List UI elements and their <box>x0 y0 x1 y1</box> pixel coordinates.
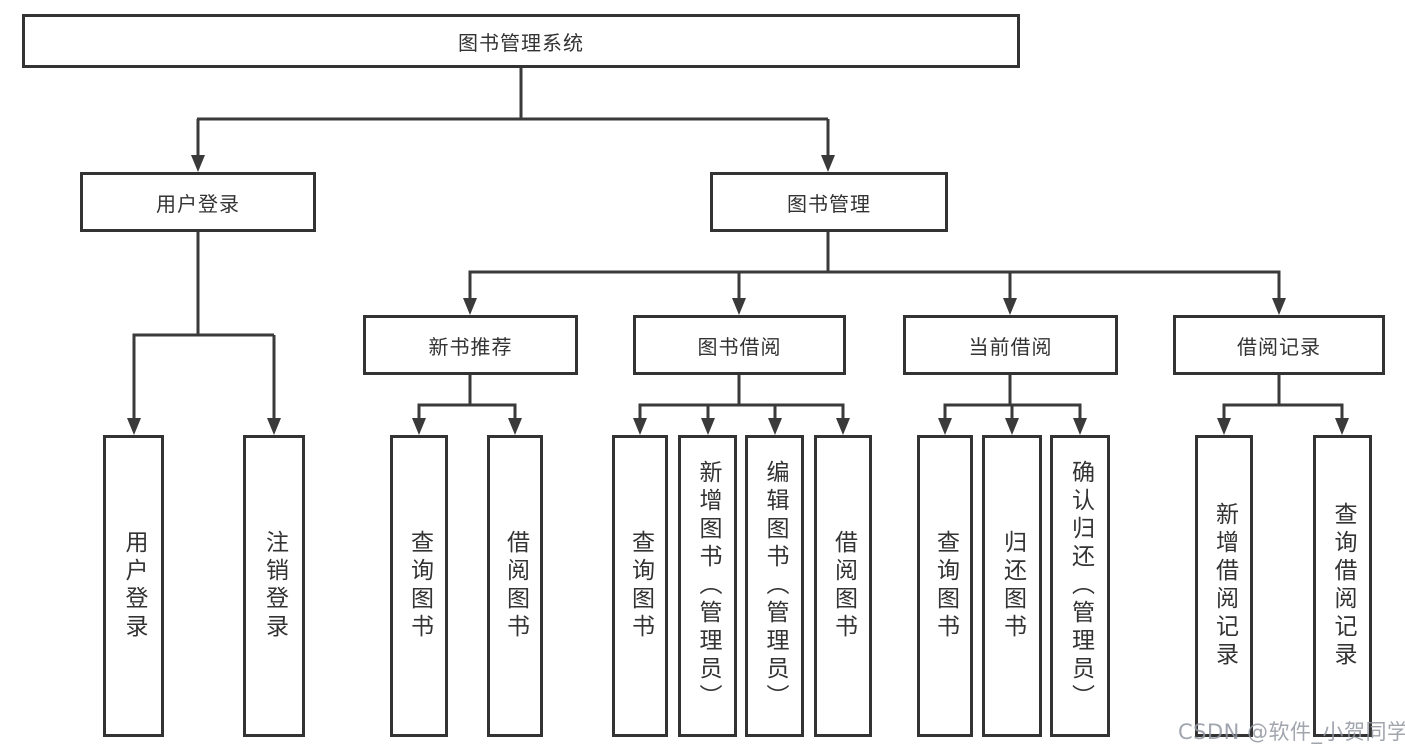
node-user-login-leaf: 用户登录 <box>103 435 164 737</box>
node-label: 查询图书 <box>627 530 654 642</box>
node-return-books: 归还图书 <box>982 435 1042 737</box>
node-edit-book-admin: 编辑图书（管理员） <box>745 435 804 737</box>
node-confirm-return-admin: 确认归还（管理员） <box>1050 435 1110 737</box>
node-label: 当前借阅 <box>968 334 1053 359</box>
node-label: 借阅记录 <box>1237 334 1321 359</box>
node-logout: 注销登录 <box>243 435 305 737</box>
connector-userlogin-to-leaves <box>132 232 276 421</box>
node-label: 用户登录 <box>121 530 147 642</box>
connector-newbook-to-leaves <box>417 375 517 421</box>
node-label: 新书推荐 <box>428 334 513 359</box>
connector-root-to-level2 <box>196 68 830 158</box>
connector-borrowrecords-to-leaves <box>1222 375 1344 421</box>
node-label: 新增图书（管理员） <box>695 460 721 712</box>
node-label: 查询图书 <box>932 530 959 642</box>
connector-bookborrow-to-leaves <box>638 375 845 421</box>
node-label: 查询图书 <box>406 530 433 642</box>
node-borrow-books-2: 借阅图书 <box>814 435 872 737</box>
node-user-login: 用户登录 <box>80 172 316 232</box>
connector-currentborrow-to-leaves <box>943 375 1082 421</box>
node-query-books-3: 查询图书 <box>917 435 973 737</box>
node-label: 查询借阅记录 <box>1330 502 1356 670</box>
node-current-borrowing: 当前借阅 <box>903 315 1118 375</box>
node-book-borrowing: 图书借阅 <box>633 315 846 375</box>
node-borrowing-records: 借阅记录 <box>1173 315 1385 375</box>
csdn-watermark: CSDN @软件_小贺同学 <box>1178 720 1405 744</box>
node-label: 图书借阅 <box>697 334 782 359</box>
node-add-book-admin: 新增图书（管理员） <box>678 435 737 737</box>
node-label: 图书管理系统 <box>458 30 584 55</box>
node-library-management-system: 图书管理系统 <box>22 14 1020 68</box>
node-label: 归还图书 <box>999 530 1026 642</box>
node-label: 注销登录 <box>261 530 288 642</box>
node-add-borrow-record: 新增借阅记录 <box>1195 435 1253 737</box>
node-label: 图书管理 <box>787 191 871 216</box>
node-query-books-1: 查询图书 <box>390 435 448 737</box>
node-label: 借阅图书 <box>830 530 857 642</box>
node-label: 确认归还（管理员） <box>1067 460 1094 712</box>
node-query-books-2: 查询图书 <box>612 435 668 737</box>
node-query-borrow-record: 查询借阅记录 <box>1313 435 1372 737</box>
node-borrow-books-1: 借阅图书 <box>487 435 543 737</box>
arrowheads <box>127 155 1349 435</box>
node-label: 借阅图书 <box>502 530 529 642</box>
connector-bookmgmt-to-level3 <box>468 232 1281 301</box>
node-book-management: 图书管理 <box>710 172 948 232</box>
node-label: 编辑图书（管理员） <box>762 460 788 712</box>
node-label: 用户登录 <box>156 191 240 216</box>
node-new-book-recommend: 新书推荐 <box>363 315 578 375</box>
node-label: 新增借阅记录 <box>1211 502 1238 670</box>
